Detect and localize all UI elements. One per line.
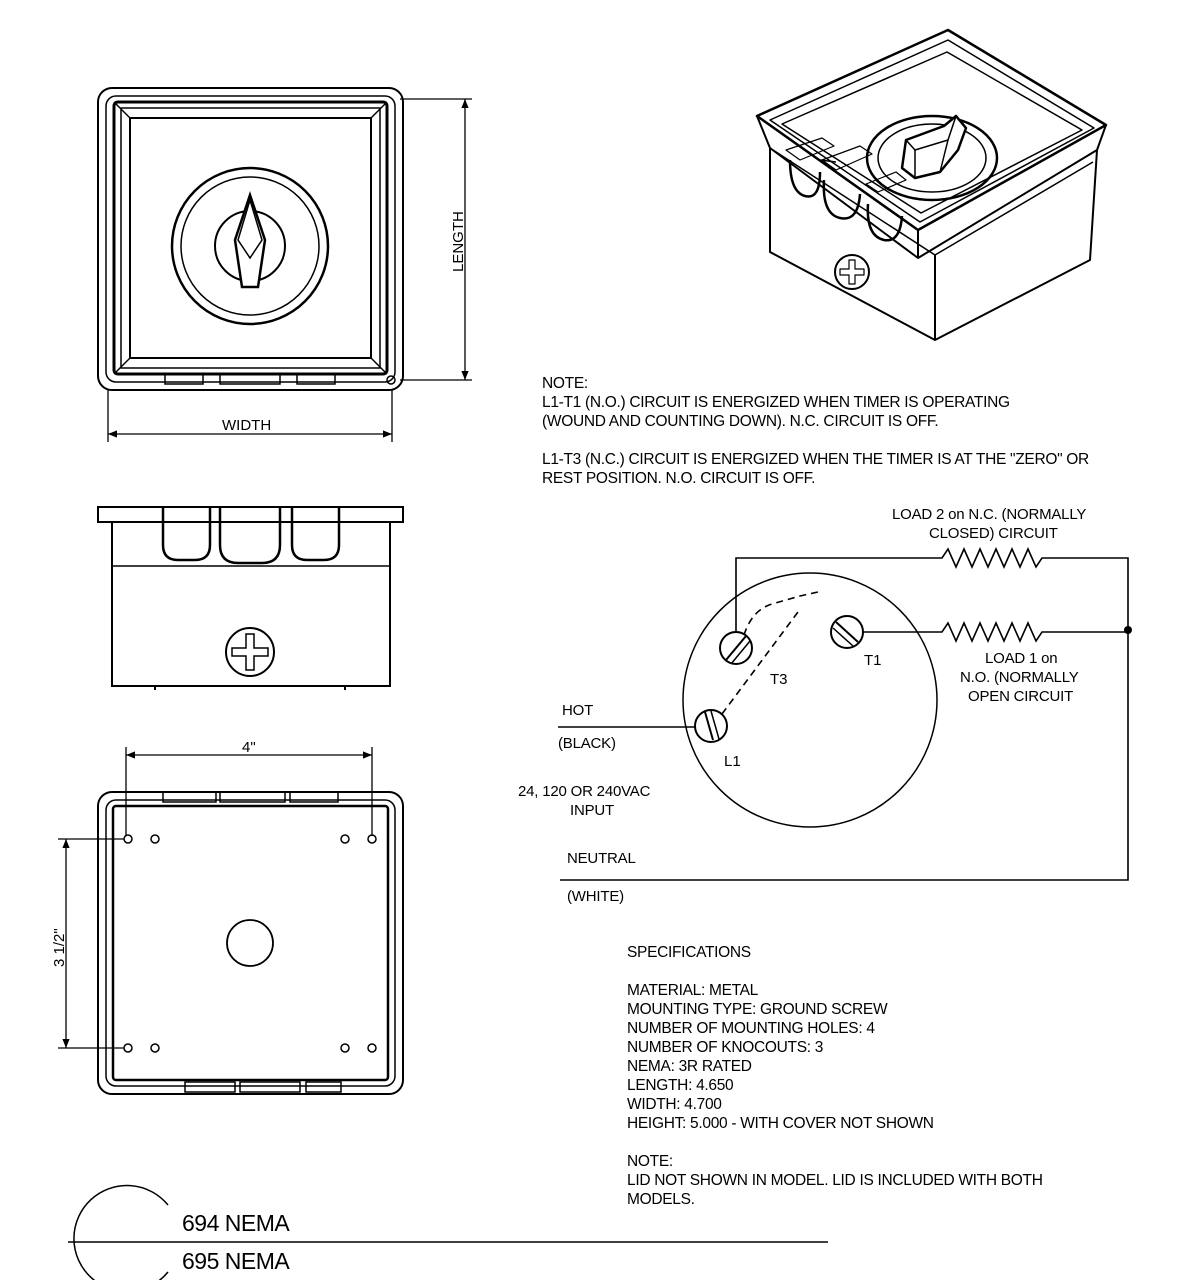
terminal-t1 bbox=[830, 615, 864, 649]
specifications-title: SPECIFICATIONS bbox=[627, 944, 751, 961]
load2-wire bbox=[560, 547, 1129, 881]
iso-dial bbox=[865, 114, 999, 202]
spec-item: MOUNTING TYPE: GROUND SCREW bbox=[627, 1001, 888, 1018]
note-line: L1-T1 (N.O.) CIRCUIT IS ENERGIZED WHEN T… bbox=[542, 394, 1010, 411]
dial-knob-pointer bbox=[233, 191, 267, 289]
load1-label-line2: N.O. (NORMALLY bbox=[960, 669, 1079, 686]
load1-label-line3: OPEN CIRCUIT bbox=[968, 688, 1074, 705]
load2-label-line2: CLOSED) CIRCUIT bbox=[929, 525, 1058, 542]
side-view bbox=[97, 506, 404, 690]
hot-label: HOT bbox=[562, 702, 594, 719]
neutral-label: NEUTRAL bbox=[567, 850, 636, 867]
spec-item: NUMBER OF KNOCOUTS: 3 bbox=[627, 1039, 824, 1056]
length-dimension bbox=[400, 98, 472, 381]
note-line: (WOUND AND COUNTING DOWN). N.C. CIRCUIT … bbox=[542, 413, 939, 430]
side-view-flange bbox=[97, 506, 404, 523]
center-knockout bbox=[226, 919, 274, 967]
black-label: (BLACK) bbox=[558, 735, 616, 752]
timer-switch-circle bbox=[682, 572, 938, 828]
title-block bbox=[68, 1184, 828, 1280]
load1-label-line1: LOAD 1 on bbox=[985, 650, 1058, 667]
bottom-view bbox=[97, 791, 404, 1095]
specifications-block: SPECIFICATIONS MATERIAL: METAL MOUNTING … bbox=[627, 943, 1043, 1209]
l1-label: L1 bbox=[724, 753, 741, 770]
bottom-view-outer bbox=[97, 791, 404, 1095]
input-label-line2: INPUT bbox=[570, 802, 615, 819]
spec-item: WIDTH: 4.700 bbox=[627, 1096, 722, 1113]
note-line: REST POSITION. N.O. CIRCUIT IS OFF. bbox=[542, 470, 816, 487]
spec-item: MATERIAL: METAL bbox=[627, 982, 759, 999]
t3-label: T3 bbox=[770, 671, 788, 688]
top-view bbox=[97, 87, 404, 391]
lid-note-line: LID NOT SHOWN IN MODEL. LID IS INCLUDED … bbox=[627, 1172, 1043, 1189]
bottom-height-dimension bbox=[58, 838, 124, 1049]
terminal-t3 bbox=[719, 631, 753, 665]
lid-note-line: MODELS. bbox=[627, 1191, 695, 1208]
spec-item: NUMBER OF MOUNTING HOLES: 4 bbox=[627, 1020, 875, 1037]
white-label: (WHITE) bbox=[567, 888, 624, 905]
iso-ground-screw bbox=[834, 254, 870, 290]
bottom-width-dimension bbox=[125, 747, 373, 836]
wiring-diagram bbox=[558, 547, 1132, 881]
operation-note: NOTE: L1-T1 (N.O.) CIRCUIT IS ENERGIZED … bbox=[542, 374, 1089, 488]
ground-screw bbox=[225, 627, 275, 677]
note-title: NOTE: bbox=[542, 375, 588, 392]
dial-outer bbox=[170, 166, 330, 326]
spec-item: NEMA: 3R RATED bbox=[627, 1058, 752, 1075]
length-label: LENGTH bbox=[450, 211, 467, 272]
width-label: WIDTH bbox=[222, 417, 271, 434]
model-695-label: 695 NEMA bbox=[182, 1248, 290, 1274]
bottom-width-label: 4" bbox=[242, 739, 256, 756]
load1-wire bbox=[863, 621, 1128, 643]
load2-label-line1: LOAD 2 on N.C. (NORMALLY bbox=[892, 506, 1087, 523]
spec-item: LENGTH: 4.650 bbox=[627, 1077, 734, 1094]
title-block-circle bbox=[73, 1184, 169, 1280]
t1-label: T1 bbox=[864, 652, 882, 669]
note-line: L1-T3 (N.C.) CIRCUIT IS ENERGIZED WHEN T… bbox=[542, 451, 1089, 468]
isometric-view bbox=[755, 28, 1108, 341]
model-694-label: 694 NEMA bbox=[182, 1210, 290, 1236]
lid-note-title: NOTE: bbox=[627, 1153, 673, 1170]
input-label-line1: 24, 120 OR 240VAC bbox=[518, 783, 651, 800]
bottom-height-label: 3 1/2" bbox=[51, 928, 68, 967]
terminal-l1 bbox=[694, 709, 728, 743]
top-view-outer-rim bbox=[97, 87, 404, 391]
spec-item: HEIGHT: 5.000 - WITH COVER NOT SHOWN bbox=[627, 1115, 934, 1132]
internal-switch bbox=[721, 591, 819, 715]
width-dimension bbox=[107, 390, 393, 442]
